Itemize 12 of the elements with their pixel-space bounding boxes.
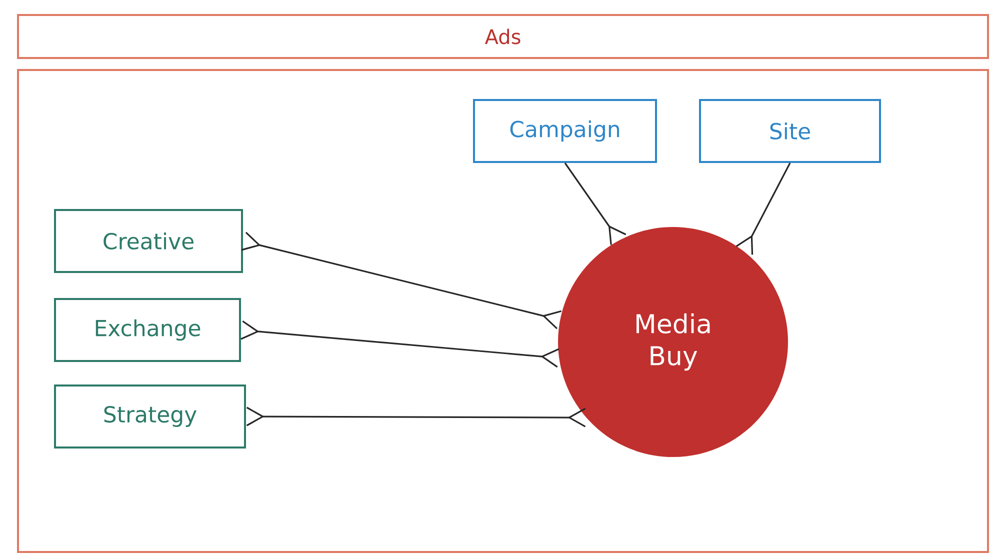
frame-box [17, 69, 989, 553]
connector [736, 162, 791, 255]
entity-box: Exchange [54, 298, 241, 362]
connector [246, 406, 586, 428]
entity-box: Site [699, 99, 881, 163]
entity-box: Strategy [54, 384, 246, 448]
connector [564, 162, 626, 245]
entity-box: Campaign [473, 99, 657, 163]
entity-box: Creative [54, 209, 243, 273]
connector [241, 232, 562, 330]
connector [240, 320, 560, 368]
header-band: Ads [17, 14, 989, 59]
